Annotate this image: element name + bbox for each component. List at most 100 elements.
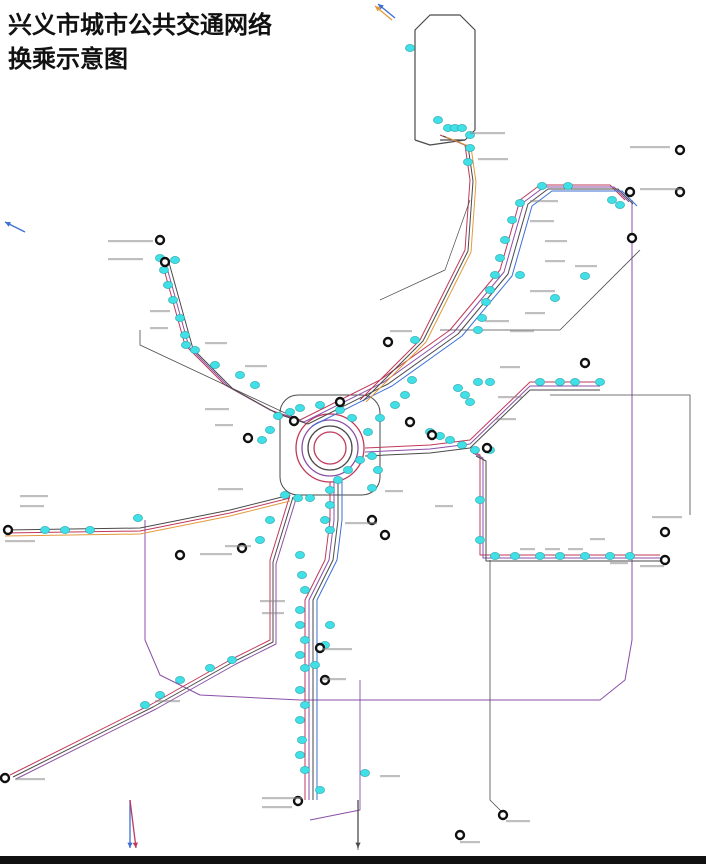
bus-terminal-marker xyxy=(674,144,686,156)
station-label xyxy=(155,700,180,703)
bus-stop-marker xyxy=(300,636,310,644)
bus-stop-marker xyxy=(300,664,310,672)
station-label xyxy=(262,612,284,615)
station-label xyxy=(150,310,170,313)
bus-stop-marker xyxy=(473,378,483,386)
south-east-route xyxy=(475,455,666,562)
bus-stop-marker xyxy=(285,408,295,416)
bus-stop-marker xyxy=(295,621,305,629)
station-label xyxy=(485,320,509,323)
bus-terminal-marker xyxy=(624,186,636,198)
bus-stop-marker xyxy=(85,526,95,534)
bus-stop-marker xyxy=(180,331,190,339)
station-label xyxy=(610,562,628,565)
bus-stop-marker xyxy=(155,691,165,699)
central-roundabout-ring xyxy=(301,419,359,477)
station-label xyxy=(385,490,403,493)
bus-terminal-marker xyxy=(2,524,14,536)
bus-stop-marker xyxy=(410,336,420,344)
bus-stop-marker xyxy=(465,398,475,406)
bus-stop-marker xyxy=(305,494,315,502)
bus-stop-marker xyxy=(407,376,417,384)
bus-stop-marker xyxy=(300,586,310,594)
direction-arrow-icon xyxy=(355,842,361,848)
station-label xyxy=(390,330,412,333)
station-label xyxy=(640,188,682,191)
station-label xyxy=(520,548,535,551)
east-route xyxy=(364,389,600,457)
station-label xyxy=(108,240,153,243)
bus-stop-marker xyxy=(295,651,305,659)
bus-stop-marker xyxy=(293,494,303,502)
bus-stop-marker xyxy=(477,314,487,322)
north-loop-road xyxy=(414,14,476,141)
station-label xyxy=(260,600,285,603)
bus-stop-marker xyxy=(297,571,307,579)
bus-stop-marker xyxy=(563,182,573,190)
bus-stop-marker xyxy=(325,526,335,534)
station-label xyxy=(500,366,520,369)
station-label xyxy=(15,778,45,781)
north-east-corridor xyxy=(303,186,630,423)
bus-stop-marker xyxy=(265,426,275,434)
bus-terminal-marker xyxy=(659,526,671,538)
station-label xyxy=(470,132,505,135)
bus-stop-marker xyxy=(333,476,343,484)
bus-terminal-marker xyxy=(404,416,416,428)
bus-stop-marker xyxy=(390,401,400,409)
station-label xyxy=(322,678,346,681)
bus-stop-marker xyxy=(205,664,215,672)
bus-stop-marker xyxy=(295,716,305,724)
bus-terminal-marker xyxy=(159,256,171,268)
station-label xyxy=(345,522,377,525)
bus-stop-marker xyxy=(595,378,605,386)
bus-stop-marker xyxy=(485,286,495,294)
bus-stop-marker xyxy=(181,341,191,349)
station-label xyxy=(496,418,516,421)
bus-stop-marker xyxy=(615,201,625,209)
south-east-minor-road xyxy=(489,560,506,816)
east-route xyxy=(364,381,600,449)
north-west-route xyxy=(159,254,301,421)
bus-stop-marker xyxy=(343,466,353,474)
north-east-minor-road xyxy=(559,249,641,331)
bus-stop-marker xyxy=(355,456,365,464)
north-west-route xyxy=(163,256,305,423)
bus-stop-marker xyxy=(580,272,590,280)
bus-stop-marker xyxy=(347,414,357,422)
station-label xyxy=(630,146,670,149)
south-west-route xyxy=(9,494,291,776)
central-roundabout-ring xyxy=(313,431,347,465)
bus-stop-marker xyxy=(475,536,485,544)
south-west-route xyxy=(15,498,297,780)
bus-stop-marker xyxy=(227,656,237,664)
station-label xyxy=(545,548,560,551)
bus-terminal-marker xyxy=(626,232,638,244)
station-label xyxy=(150,327,168,330)
station-label xyxy=(435,505,453,508)
map-title-line-2: 换乘示意图 xyxy=(8,45,128,73)
station-label xyxy=(530,290,555,293)
north-east-corridor xyxy=(307,188,634,425)
direction-arrow-icon xyxy=(127,842,133,848)
south-west-route xyxy=(12,496,294,778)
station-label xyxy=(262,806,292,809)
bus-stop-marker xyxy=(475,496,485,504)
bottom-border xyxy=(0,856,706,864)
bus-stop-marker xyxy=(465,144,475,152)
bus-stop-marker xyxy=(515,199,525,207)
station-label xyxy=(545,240,567,243)
bus-stop-marker xyxy=(273,412,283,420)
bus-stop-marker xyxy=(515,271,525,279)
bus-stop-marker xyxy=(490,552,500,560)
bus-stop-marker xyxy=(537,182,547,190)
bus-stop-marker xyxy=(453,384,463,392)
far-east-road xyxy=(550,394,691,515)
bus-terminal-marker xyxy=(334,396,346,408)
bus-stop-marker xyxy=(297,736,307,744)
bus-stop-marker xyxy=(500,236,510,244)
bus-stop-marker xyxy=(363,428,373,436)
bus-stop-marker xyxy=(367,484,377,492)
